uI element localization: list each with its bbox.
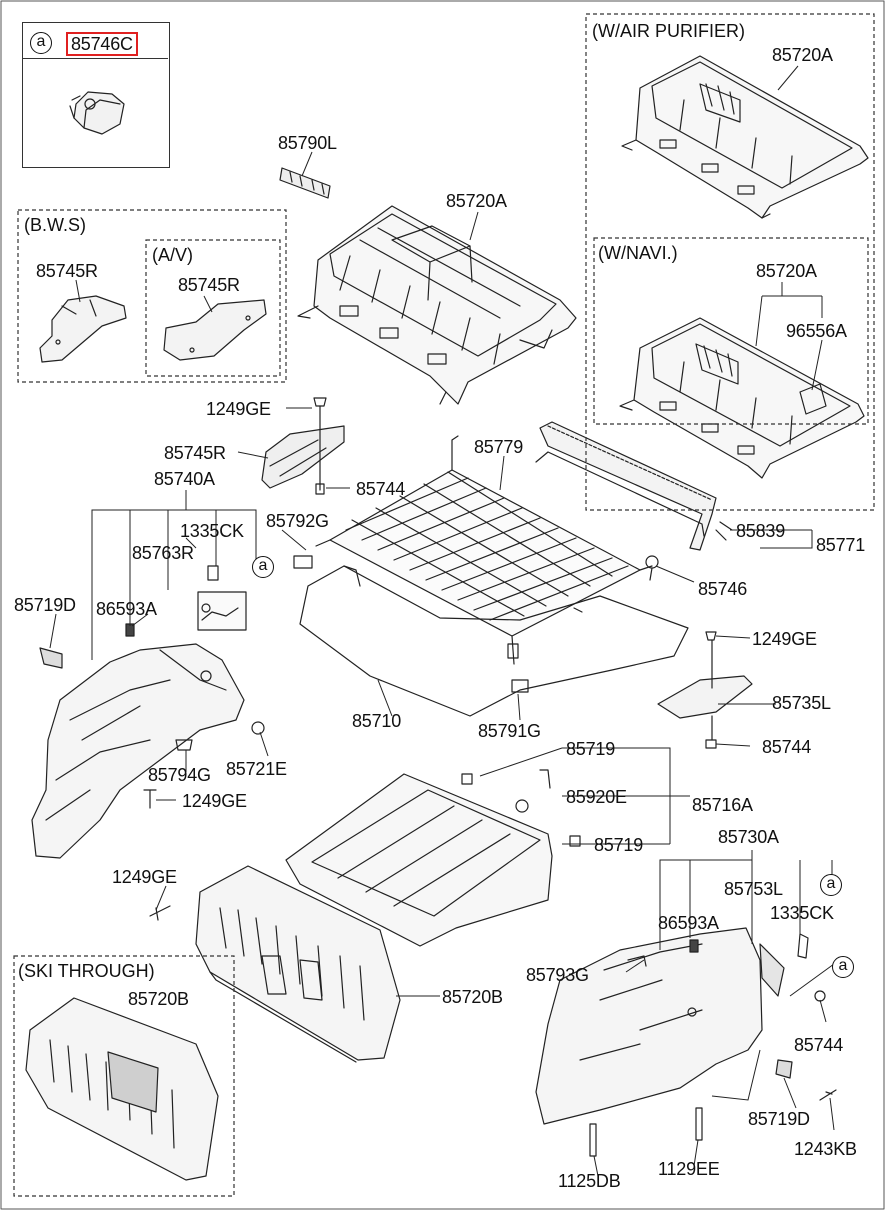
marker-a-right-1: a [820, 874, 842, 896]
part-label-1249GE-d[interactable]: 1249GE [112, 867, 177, 887]
section-av: (A/V) [152, 245, 194, 265]
cover-85735L-drawing [657, 631, 753, 749]
part-label-85744-c[interactable]: 85744 [794, 1035, 844, 1055]
part-label-85720B-a[interactable]: 85720B [442, 987, 503, 1007]
part-label-85710[interactable]: 85710 [352, 711, 402, 731]
part-label-85720A-main[interactable]: 85720A [446, 191, 507, 211]
part-label-85771[interactable]: 85771 [816, 535, 866, 555]
part-label-85719-a[interactable]: 85719 [566, 739, 616, 759]
clip-85746C-drawing [69, 91, 125, 135]
part-label-85920E[interactable]: 85920E [566, 787, 627, 807]
part-label-86593A-b[interactable]: 86593A [658, 913, 719, 933]
part-label-85719-b[interactable]: 85719 [594, 835, 644, 855]
callout-header-divider [22, 58, 168, 59]
clip-85790L-drawing [279, 167, 331, 199]
bracket-85745R-drawing [261, 397, 345, 495]
bracket-av-drawing [163, 299, 267, 361]
callout-box [22, 22, 170, 168]
part-label-1335CK-b[interactable]: 1335CK [770, 903, 834, 923]
section-navi: (W/NAVI.) [598, 243, 678, 263]
part-label-1129EE[interactable]: 1129EE [658, 1159, 720, 1179]
part-label-96556A[interactable]: 96556A [786, 321, 847, 341]
section-ski-through: (SKI THROUGH) [18, 961, 155, 981]
part-label-86593A-a[interactable]: 86593A [96, 599, 157, 619]
section-bws: (B.W.S) [24, 215, 86, 235]
part-label-85745R-bws[interactable]: 85745R [36, 261, 98, 281]
part-label-85719D-b[interactable]: 85719D [748, 1109, 810, 1129]
part-label-85793G[interactable]: 85793G [526, 965, 589, 985]
part-label-85763R[interactable]: 85763R [132, 543, 194, 563]
marker-a-left: a [252, 556, 274, 578]
part-label-1125DB[interactable]: 1125DB [558, 1171, 621, 1191]
part-label-85740A[interactable]: 85740A [154, 469, 215, 489]
part-label-85721E[interactable]: 85721E [226, 759, 287, 779]
floor-board-85716A-drawing [285, 769, 581, 947]
part-label-85720A-air[interactable]: 85720A [772, 45, 833, 65]
section-frames [13, 13, 875, 1197]
package-tray-air-drawing [621, 55, 869, 219]
rear-panel-85720B-drawing [149, 865, 401, 1063]
part-label-85790L[interactable]: 85790L [278, 133, 337, 153]
package-tray-navi-drawing [619, 317, 865, 479]
side-trim-left-drawing [31, 565, 265, 859]
part-label-85792G[interactable]: 85792G [266, 511, 329, 531]
cargo-net-85779-drawing [315, 435, 653, 665]
part-label-1335CK-a[interactable]: 1335CK [180, 521, 244, 541]
part-label-85716A[interactable]: 85716A [692, 795, 753, 815]
part-label-85745R-av[interactable]: 85745R [178, 275, 240, 295]
bracket-bws-drawing [39, 295, 127, 363]
marker-a-right-2: a [832, 956, 854, 978]
part-label-85720A-navi[interactable]: 85720A [756, 261, 817, 281]
cover-85771-drawing [535, 421, 733, 581]
part-label-85794G[interactable]: 85794G [148, 765, 211, 785]
part-label-85746[interactable]: 85746 [698, 579, 748, 599]
ski-panel-drawing [25, 997, 219, 1181]
part-label-1243KB[interactable]: 1243KB [794, 1139, 857, 1159]
part-label-85719D-a[interactable]: 85719D [14, 595, 76, 615]
part-label-1249GE-b[interactable]: 1249GE [752, 629, 817, 649]
part-label-1249GE-c[interactable]: 1249GE [182, 791, 247, 811]
part-label-85745R-c[interactable]: 85745R [164, 443, 226, 463]
part-label-85720B-b[interactable]: 85720B [128, 989, 189, 1009]
part-label-85791G[interactable]: 85791G [478, 721, 541, 741]
side-trim-right-drawing [535, 927, 837, 1157]
section-air-purifier: (W/AIR PURIFIER) [592, 21, 745, 41]
part-label-85735L[interactable]: 85735L [772, 693, 831, 713]
callout-part-number[interactable]: 85746C [66, 32, 138, 56]
part-label-85730A[interactable]: 85730A [718, 827, 779, 847]
part-label-85839[interactable]: 85839 [736, 521, 786, 541]
floor-85710-drawing [293, 555, 689, 717]
leader-lines [49, 65, 835, 1177]
part-label-85779[interactable]: 85779 [474, 437, 524, 457]
package-tray-85720A-drawing [297, 205, 577, 405]
part-label-85744-b[interactable]: 85744 [762, 737, 812, 757]
callout-marker: a [30, 32, 52, 54]
part-label-85744-a[interactable]: 85744 [356, 479, 406, 499]
part-label-1249GE-a[interactable]: 1249GE [206, 399, 271, 419]
part-label-85753L[interactable]: 85753L [724, 879, 783, 899]
